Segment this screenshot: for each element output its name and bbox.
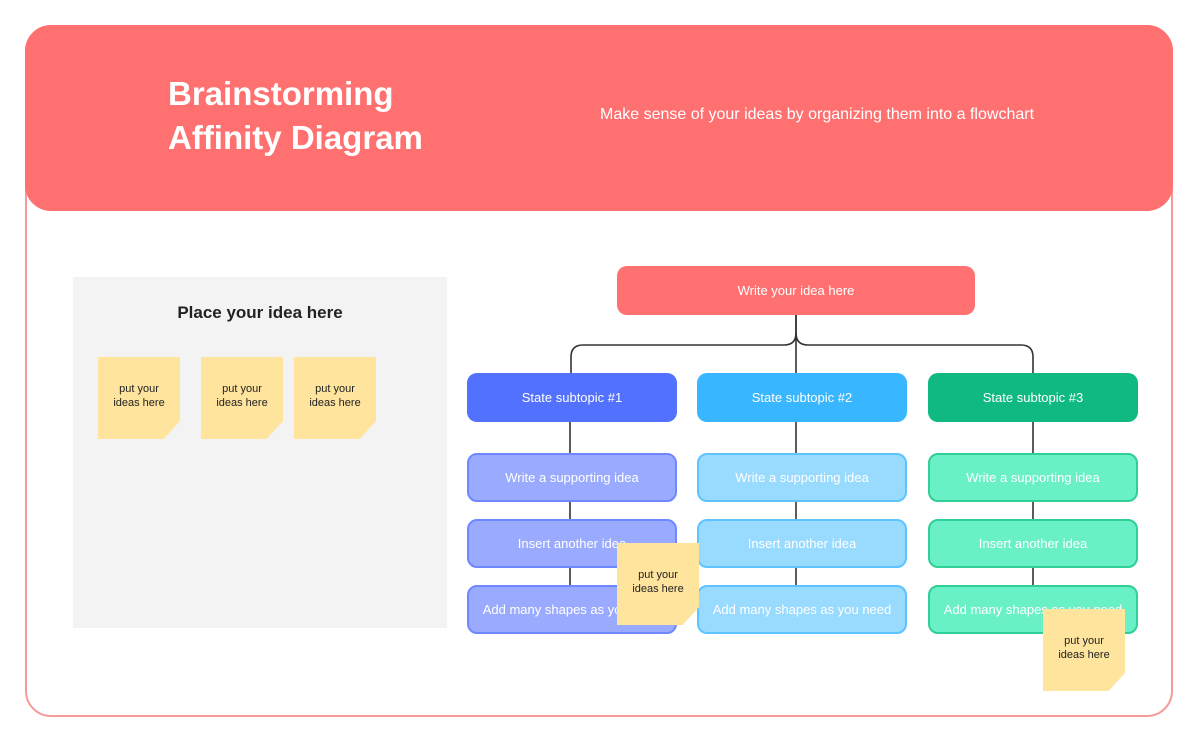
sticky-note[interactable]: put your ideas here <box>201 357 283 439</box>
supporting-idea-node[interactable]: Add many shapes as you need <box>697 585 907 634</box>
subtopic-2-node[interactable]: State subtopic #2 <box>697 373 907 422</box>
sticky-note-text: put your ideas here <box>113 383 165 409</box>
root-idea-node[interactable]: Write your idea here <box>617 266 975 315</box>
title-line-1: Brainstorming <box>168 75 394 112</box>
supporting-idea-node[interactable]: Write a supporting idea <box>467 453 677 502</box>
supporting-idea-node[interactable]: Insert another idea <box>697 519 907 568</box>
subtopic-3-node[interactable]: State subtopic #3 <box>928 373 1138 422</box>
sticky-note-text: put your ideas here <box>1058 635 1110 661</box>
title-line-2: Affinity Diagram <box>168 119 423 156</box>
connector-line <box>570 315 797 373</box>
idea-panel <box>73 277 447 628</box>
sticky-note-text: put your ideas here <box>632 569 684 595</box>
idea-panel-title: Place your idea here <box>177 303 343 322</box>
page-subtitle: Make sense of your ideas by organizing t… <box>600 106 1035 123</box>
sticky-note[interactable]: put your ideas here <box>294 357 376 439</box>
header-banner <box>25 25 1173 211</box>
supporting-idea-node[interactable]: Insert another idea <box>928 519 1138 568</box>
sticky-note-text: put your ideas here <box>216 383 268 409</box>
sticky-note-text: put your ideas here <box>309 383 361 409</box>
sticky-note[interactable]: put your ideas here <box>617 543 699 625</box>
connector-line <box>795 315 1034 373</box>
subtopic-1-node[interactable]: State subtopic #1 <box>467 373 677 422</box>
supporting-idea-node[interactable]: Write a supporting idea <box>928 453 1138 502</box>
sticky-note[interactable]: put your ideas here <box>98 357 180 439</box>
sticky-note[interactable]: put your ideas here <box>1043 609 1125 691</box>
supporting-idea-node[interactable]: Write a supporting idea <box>697 453 907 502</box>
page-title: Brainstorming Affinity Diagram <box>168 72 528 160</box>
